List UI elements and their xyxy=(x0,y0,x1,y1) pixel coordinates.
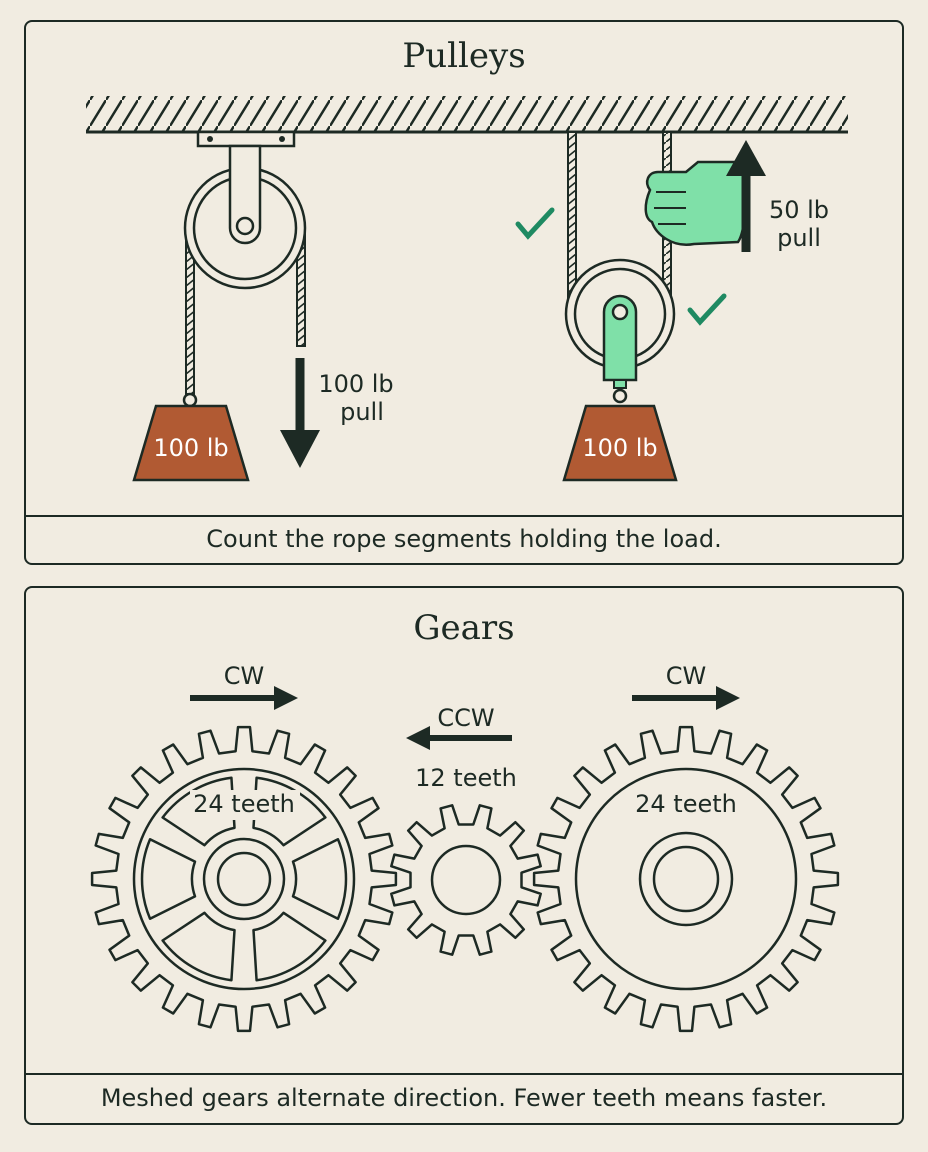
right-gear-teeth xyxy=(532,725,840,1033)
load-label-fixed: 100 lb xyxy=(153,434,228,462)
right-gear-teeth-label: 24 teeth xyxy=(635,790,737,818)
movable-axle xyxy=(611,303,629,321)
left-gear-direction: CW xyxy=(224,662,265,690)
pull-label-movable-line2: pull xyxy=(777,224,821,252)
pulley-axle xyxy=(235,216,255,236)
cw-arrow-right-head xyxy=(716,686,740,710)
right-gear-bore xyxy=(652,845,720,913)
load-weight-movable xyxy=(562,404,678,482)
left-gear-rim xyxy=(132,767,356,991)
pulleys-diagram: 100 lb 100 lb pull 100 lb 50 l xyxy=(86,96,848,482)
movable-pulley: 100 lb 50 lb pull xyxy=(515,131,829,482)
gears-caption: Meshed gears alternate direction. Fewer … xyxy=(26,1073,902,1123)
gears-title: Gears xyxy=(413,608,515,648)
pull-label-fixed-line1: 100 lb xyxy=(318,370,393,398)
pulleys-title: Pulleys xyxy=(402,36,526,76)
ccw-arrow-head xyxy=(406,726,430,750)
pulleys-caption: Count the rope segments holding the load… xyxy=(26,515,902,563)
pull-arrow-up-head xyxy=(726,140,766,176)
left-gear-spoke-window xyxy=(140,838,197,920)
middle-gear: 12 teeth xyxy=(390,764,542,956)
pull-label-movable-line1: 50 lb xyxy=(769,196,829,224)
right-gear-hub xyxy=(638,831,734,927)
check-icon-left-segment xyxy=(515,207,555,240)
ceiling-hatch xyxy=(86,96,848,132)
rope-hook xyxy=(182,392,198,408)
left-gear-hub xyxy=(202,837,286,921)
fixed-pulley: 100 lb 100 lb pull xyxy=(132,130,394,482)
right-gear-direction: CW xyxy=(666,662,707,690)
pull-label-fixed-line2: pull xyxy=(340,398,384,426)
left-gear-spokes xyxy=(140,776,348,982)
movable-hook xyxy=(612,388,628,404)
gears-diagram: CW CCW CW 24 teeth 12 teeth xyxy=(90,662,840,1033)
middle-gear-direction: CCW xyxy=(437,704,494,732)
load-label-movable: 100 lb xyxy=(582,434,657,462)
hand-icon xyxy=(644,160,747,246)
movable-bracket xyxy=(602,294,638,382)
left-gear-spoke-window xyxy=(252,911,327,982)
left-gear-spoke-window xyxy=(291,838,348,920)
middle-gear-teeth xyxy=(390,804,542,956)
right-gear-rim xyxy=(574,767,798,991)
middle-gear-hub xyxy=(430,844,502,916)
pulley-bracket xyxy=(228,144,262,245)
middle-gear-teeth-label: 12 teeth xyxy=(415,764,517,792)
left-gear-spoke-window xyxy=(161,776,236,847)
left-gear: 24 teeth xyxy=(90,725,398,1033)
pull-arrow-down-head xyxy=(280,430,320,468)
right-gear: 24 teeth xyxy=(532,725,840,1033)
left-gear-spoke-window xyxy=(161,911,236,982)
pulleys-panel: Pulleys 100 lb xyxy=(24,20,904,565)
left-gear-spoke-window xyxy=(252,776,327,847)
left-gear-bore xyxy=(216,851,272,907)
cw-arrow-left-head xyxy=(274,686,298,710)
check-icon-right-segment xyxy=(687,293,727,326)
gears-panel: Gears CW CCW CW 24 teeth 12 teeth xyxy=(24,586,904,1125)
load-weight-fixed xyxy=(132,404,250,482)
left-gear-teeth-label: 24 teeth xyxy=(193,790,295,818)
